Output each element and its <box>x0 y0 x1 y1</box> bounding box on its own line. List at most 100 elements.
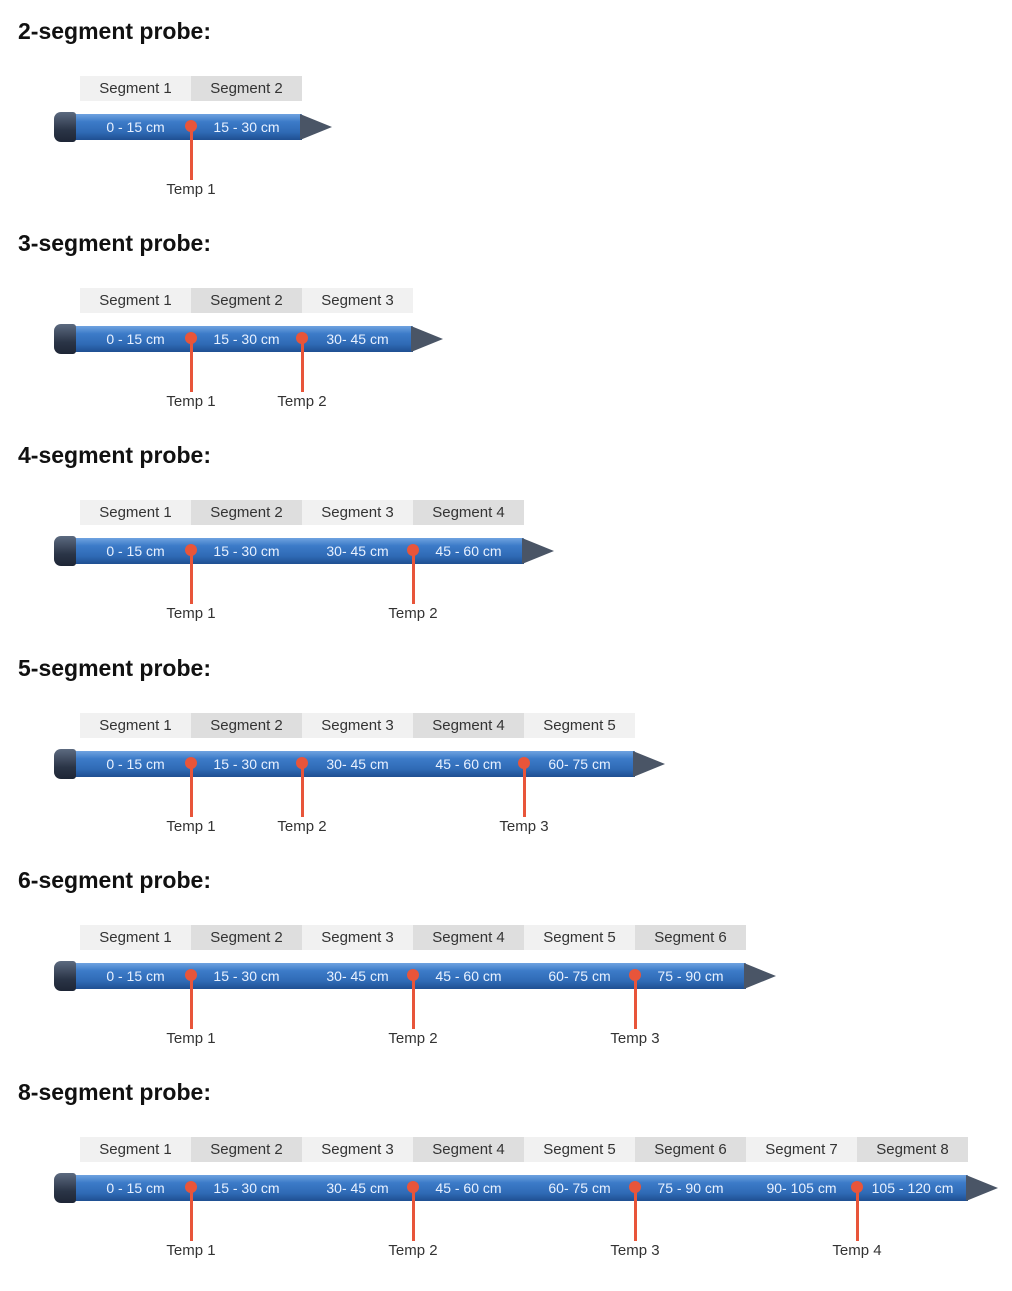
probe-title: 2-segment probe: <box>18 18 211 44</box>
depth-range-label: 0 - 15 cm <box>106 119 165 135</box>
segment-header: Segment 5 <box>524 1137 635 1162</box>
temp-sensor-dot <box>407 1181 419 1193</box>
depth-range-label: 45 - 60 cm <box>435 1180 502 1196</box>
temp-sensor-dot <box>185 968 197 981</box>
segment-header: Segment 2 <box>191 500 302 526</box>
segment-header: Segment 1 <box>80 1137 191 1162</box>
depth-range-label: 60- 75 cm <box>548 1180 611 1196</box>
probe-cap <box>54 536 76 567</box>
temp-sensor-label: Temp 2 <box>388 1029 438 1047</box>
depth-range-label: 0 - 15 cm <box>106 755 165 772</box>
temp-sensor-line <box>300 340 304 393</box>
temp-sensor-line <box>633 1189 637 1241</box>
probe-body <box>66 114 302 140</box>
depth-range-label: 60- 75 cm <box>548 755 611 772</box>
segment-header: Segment 4 <box>413 924 524 950</box>
temp-sensor-label: Temp 2 <box>388 605 438 623</box>
segment-header: Segment 3 <box>302 288 413 314</box>
probe-tip <box>300 114 332 140</box>
depth-range-label: 15 - 30 cm <box>213 1180 280 1196</box>
temp-sensor-dot <box>296 756 308 769</box>
probe-cap <box>54 324 76 355</box>
temp-sensor-dot <box>296 332 308 345</box>
probe-cap <box>54 748 76 779</box>
probe-cap <box>54 1173 76 1203</box>
temp-sensor-line <box>300 764 304 817</box>
segment-header: Segment 6 <box>635 924 746 950</box>
temp-sensor-dot <box>185 332 197 345</box>
temp-sensor-line <box>189 764 193 817</box>
temp-sensor-line <box>189 128 193 180</box>
probe-body <box>66 538 524 565</box>
segment-header: Segment 1 <box>80 924 191 950</box>
temp-sensor-line <box>633 976 637 1029</box>
segment-header: Segment 6 <box>635 1137 746 1162</box>
temp-sensor-line <box>522 764 526 817</box>
segment-header: Segment 1 <box>80 712 191 738</box>
segment-header: Segment 1 <box>80 500 191 526</box>
segment-header: Segment 3 <box>302 500 413 526</box>
depth-range-label: 0 - 15 cm <box>106 331 165 348</box>
depth-range-label: 45 - 60 cm <box>435 755 502 772</box>
depth-range-label: 75 - 90 cm <box>657 967 724 984</box>
depth-range-label: 30- 45 cm <box>326 755 389 772</box>
depth-range-label: 15 - 30 cm <box>213 119 280 135</box>
probe-body <box>66 326 413 353</box>
temp-sensor-dot <box>185 756 197 769</box>
probe-tip <box>411 326 443 353</box>
depth-range-label: 0 - 15 cm <box>106 1180 165 1196</box>
probe-tip <box>744 962 776 989</box>
segment-header: Segment 3 <box>302 1137 413 1162</box>
temp-sensor-label: Temp 1 <box>166 1029 216 1047</box>
temp-sensor-label: Temp 1 <box>166 1242 216 1259</box>
temp-sensor-label: Temp 1 <box>166 181 216 198</box>
segment-header: Segment 2 <box>191 76 302 101</box>
segment-header: Segment 1 <box>80 288 191 314</box>
temp-sensor-dot <box>629 968 641 981</box>
temp-sensor-dot <box>629 1181 641 1193</box>
probe-title: 3-segment probe: <box>18 230 211 257</box>
depth-range-label: 75 - 90 cm <box>657 1180 724 1196</box>
segment-header: Segment 3 <box>302 712 413 738</box>
probe-title: 6-segment probe: <box>18 866 211 893</box>
depth-range-label: 30- 45 cm <box>326 331 389 348</box>
temp-sensor-label: Temp 3 <box>610 1029 660 1047</box>
depth-range-label: 0 - 15 cm <box>106 543 165 560</box>
probe-tip <box>966 1175 998 1201</box>
probe-title: 5-segment probe: <box>18 654 211 681</box>
temp-sensor-line <box>189 976 193 1029</box>
depth-range-label: 15 - 30 cm <box>213 543 280 560</box>
segment-header: Segment 3 <box>302 924 413 950</box>
depth-range-label: 0 - 15 cm <box>106 967 165 984</box>
temp-sensor-dot <box>851 1181 863 1193</box>
temp-sensor-label: Temp 3 <box>499 817 549 835</box>
segment-header: Segment 5 <box>524 924 635 950</box>
probe-tip <box>522 538 554 565</box>
depth-range-label: 105 - 120 cm <box>871 1180 954 1196</box>
probe-title: 8-segment probe: <box>18 1079 211 1105</box>
temp-sensor-line <box>189 340 193 393</box>
temp-sensor-line <box>411 976 415 1029</box>
temp-sensor-dot <box>185 120 197 132</box>
probe-title: 4-segment probe: <box>18 442 211 469</box>
temp-sensor-dot <box>185 1181 197 1193</box>
probe-cap <box>54 960 76 991</box>
depth-range-label: 30- 45 cm <box>326 1180 389 1196</box>
temp-sensor-line <box>411 1189 415 1241</box>
segment-header: Segment 7 <box>746 1137 857 1162</box>
temp-sensor-dot <box>407 544 419 557</box>
temp-sensor-line <box>189 552 193 605</box>
depth-range-label: 30- 45 cm <box>326 543 389 560</box>
temp-sensor-dot <box>185 544 197 557</box>
segment-header: Segment 2 <box>191 1137 302 1162</box>
temp-sensor-label: Temp 2 <box>277 817 327 835</box>
temp-sensor-dot <box>518 756 530 769</box>
segment-header: Segment 2 <box>191 712 302 738</box>
segment-header: Segment 4 <box>413 1137 524 1162</box>
